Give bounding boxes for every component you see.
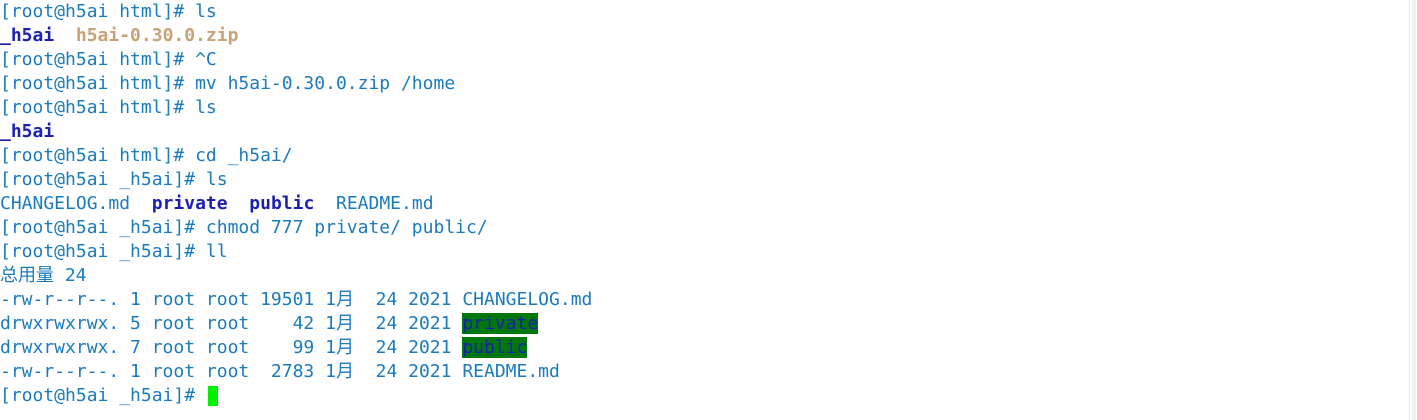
directory-entry: public <box>249 193 315 214</box>
terminal-line: -rw-r--r--. 1 root root 19501 1月 24 2021… <box>0 288 1410 312</box>
prompt: [root@h5ai _h5ai]# <box>0 385 206 406</box>
terminal-line: -rw-r--r--. 1 root root 2783 1月 24 2021 … <box>0 360 1410 384</box>
terminal-line: drwxrwxrwx. 5 root root 42 1月 24 2021 pr… <box>0 312 1410 336</box>
file-entry: CHANGELOG.md <box>0 193 131 214</box>
spacer <box>54 25 76 46</box>
file-entry: README.md <box>462 361 560 382</box>
directory-entry: private <box>151 193 228 214</box>
prompt-command: [root@h5ai html]# cd _h5ai/ <box>0 145 293 166</box>
prompt-command: [root@h5ai html]# ^C <box>0 49 217 70</box>
terminal-line: CHANGELOG.md private public README.md <box>0 192 1410 216</box>
prompt-command: [root@h5ai html]# ls <box>0 97 217 118</box>
archive-entry: h5ai-0.30.0.zip <box>75 25 239 46</box>
terminal-line: [root@h5ai html]# ls <box>0 96 1410 120</box>
highlighted-directory-entry: public <box>462 337 528 358</box>
terminal-line: [root@h5ai _h5ai]# ll <box>0 240 1410 264</box>
file-meta: -rw-r--r--. 1 root root 19501 1月 24 2021 <box>0 289 463 310</box>
directory-entry: _h5ai <box>0 25 55 46</box>
highlighted-directory-entry: private <box>462 313 539 334</box>
file-meta: drwxrwxrwx. 5 root root 42 1月 24 2021 <box>0 313 463 334</box>
file-meta: -rw-r--r--. 1 root root 2783 1月 24 2021 <box>0 361 463 382</box>
prompt-command: [root@h5ai html]# mv h5ai-0.30.0.zip /ho… <box>0 73 456 94</box>
terminal-line: [root@h5ai html]# mv h5ai-0.30.0.zip /ho… <box>0 72 1410 96</box>
scrollbar-thumb[interactable] <box>1412 0 1416 420</box>
file-meta: drwxrwxrwx. 7 root root 99 1月 24 2021 <box>0 337 463 358</box>
prompt-command: [root@h5ai _h5ai]# ls <box>0 169 228 190</box>
total-size: 总用量 24 <box>0 265 87 286</box>
terminal-line: [root@h5ai _h5ai]# chmod 777 private/ pu… <box>0 216 1410 240</box>
terminal-line: _h5ai h5ai-0.30.0.zip <box>0 24 1410 48</box>
file-entry: README.md <box>336 193 434 214</box>
spacer <box>228 193 250 214</box>
file-entry: CHANGELOG.md <box>462 289 593 310</box>
terminal-line: [root@h5ai html]# ls <box>0 0 1410 24</box>
terminal-line: [root@h5ai html]# ^C <box>0 48 1410 72</box>
spacer <box>314 193 336 214</box>
terminal-cursor[interactable] <box>207 386 218 406</box>
terminal-line: [root@h5ai _h5ai]# ls <box>0 168 1410 192</box>
terminal-line: [root@h5ai _h5ai]# <box>0 384 1410 408</box>
scrollbar[interactable] <box>1409 0 1417 420</box>
directory-entry: _h5ai <box>0 121 55 142</box>
terminal-line: _h5ai <box>0 120 1410 144</box>
terminal-line: drwxrwxrwx. 7 root root 99 1月 24 2021 pu… <box>0 336 1410 360</box>
terminal-line: 总用量 24 <box>0 264 1410 288</box>
prompt-command: [root@h5ai _h5ai]# ll <box>0 241 228 262</box>
terminal-line: [root@h5ai html]# cd _h5ai/ <box>0 144 1410 168</box>
prompt-command: [root@h5ai html]# ls <box>0 1 217 22</box>
spacer <box>130 193 152 214</box>
prompt-command: [root@h5ai _h5ai]# chmod 777 private/ pu… <box>0 217 488 238</box>
